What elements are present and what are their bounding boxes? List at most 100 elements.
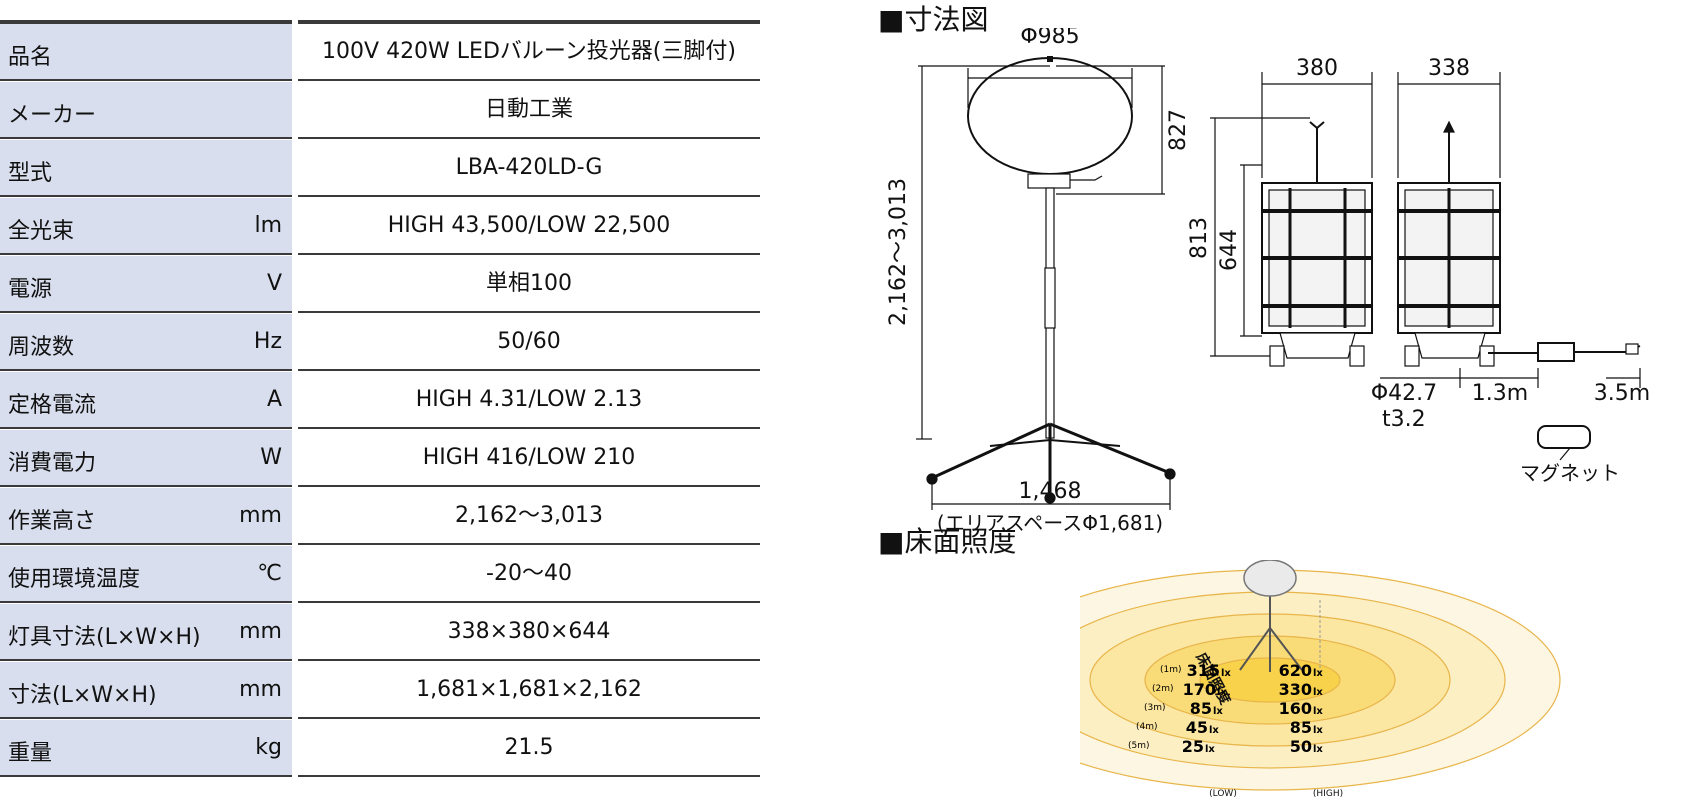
dim-phi427: Φ42.7 <box>1371 381 1437 406</box>
row-label: 型式 <box>8 161 53 186</box>
ring-high-unit: lx <box>1313 744 1323 755</box>
balloon-shape <box>967 57 1133 175</box>
dimension-drawing: Φ985 827 2,162〜3,013 1,468 (エリアスペースΦ1,68… <box>886 28 1650 535</box>
high-label: (HIGH) <box>1313 789 1343 799</box>
magnet-label: マグネット <box>1520 461 1620 485</box>
row-label-cell: 消費電力 W <box>0 430 292 485</box>
low-label: (LOW) <box>1209 789 1237 799</box>
dim-t32: t3.2 <box>1382 407 1426 432</box>
ring-distance: (3m) <box>1144 703 1166 713</box>
row-value: HIGH 4.31/LOW 2.13 <box>415 387 643 412</box>
row-unit: mm <box>239 677 282 702</box>
row-label: 寸法(L×W×H) <box>8 683 157 708</box>
row-value: 50/60 <box>497 329 561 354</box>
row-value: HIGH 43,500/LOW 22,500 <box>387 213 671 238</box>
row-rule-right <box>298 543 760 545</box>
row-label-cell: メーカー <box>0 82 292 137</box>
row-rule-right <box>298 717 760 719</box>
dim-1468: 1,468 <box>1019 479 1082 504</box>
row-label-cell: 灯具寸法(L×W×H) mm <box>0 604 292 659</box>
row-label: メーカー <box>8 103 97 128</box>
ring-low-unit: lx <box>1221 668 1231 679</box>
row-label: 周波数 <box>8 335 75 360</box>
row-rule-left <box>0 543 292 545</box>
magnet-shape <box>1537 425 1591 449</box>
row-unit: kg <box>255 735 282 760</box>
dim-cable-2: 3.5m <box>1594 381 1650 406</box>
dim-813: 813 <box>1187 217 1212 259</box>
row-rule-right <box>298 369 760 371</box>
row-rule-left <box>0 775 292 777</box>
dim-area-space: (エリアスペースΦ1,681) <box>937 511 1163 535</box>
ring-distance: (1m) <box>1160 665 1182 675</box>
ring-low-unit: lx <box>1217 687 1227 698</box>
row-label: 灯具寸法(L×W×H) <box>8 625 201 650</box>
row-unit: mm <box>239 503 282 528</box>
ring-high-value: 620 <box>1279 661 1312 680</box>
row-rule-right <box>298 195 760 197</box>
ring-low-value: 315 <box>1187 661 1220 680</box>
ring-low-unit: lx <box>1213 706 1223 717</box>
ring-low-unit: lx <box>1205 744 1215 755</box>
row-unit: A <box>266 387 282 412</box>
row-rule-left <box>0 601 292 603</box>
row-label-cell: 寸法(L×W×H) mm <box>0 662 292 717</box>
table-row: 全光束 lm HIGH 43,500/LOW 22,500 <box>0 198 760 256</box>
ring-high-value: 50 <box>1290 737 1312 756</box>
row-rule-right <box>298 311 760 313</box>
row-rule-left <box>0 79 292 81</box>
ring-distance: (5m) <box>1128 741 1150 751</box>
row-rule-left <box>0 253 292 255</box>
row-label: 消費電力 <box>8 451 97 476</box>
table-row: 周波数 Hz 50/60 <box>0 314 760 372</box>
dim-height-range: 2,162〜3,013 <box>886 178 911 326</box>
row-label-cell: 周波数 Hz <box>0 314 292 369</box>
row-value: 1,681×1,681×2,162 <box>416 677 642 702</box>
dim-phi985: Φ985 <box>1020 28 1079 49</box>
row-rule-left <box>0 195 292 197</box>
row-unit: mm <box>239 619 282 644</box>
ring-low-value: 85 <box>1190 699 1212 718</box>
row-label: 作業高さ <box>8 509 97 534</box>
ring-low-unit: lx <box>1209 725 1219 736</box>
dim-827: 827 <box>1166 109 1191 151</box>
ring-high-unit: lx <box>1313 725 1323 736</box>
row-rule-left <box>0 717 292 719</box>
table-row: 作業高さ mm 2,162〜3,013 <box>0 488 760 546</box>
row-label-cell: 品名 <box>0 24 292 79</box>
row-label: 品名 <box>8 45 53 70</box>
row-rule-left <box>0 659 292 661</box>
table-row: 使用環境温度℃-20〜40 <box>0 546 760 604</box>
table-row: メーカー日動工業 <box>0 82 760 140</box>
illuminance-title: ■床面照度 <box>878 525 1017 558</box>
ring-low-value: 25 <box>1182 737 1204 756</box>
row-label-cell: 使用環境温度 ℃ <box>0 546 292 601</box>
row-rule-left <box>0 427 292 429</box>
row-unit: lm <box>254 213 282 238</box>
table-top-rule-left <box>0 20 292 24</box>
row-rule-right <box>298 485 760 487</box>
ring-high-unit: lx <box>1313 687 1323 698</box>
row-value: 2,162〜3,013 <box>455 503 603 528</box>
row-unit: Hz <box>253 329 282 354</box>
ring-high-value: 330 <box>1279 680 1312 699</box>
dim-380: 380 <box>1296 56 1338 81</box>
row-unit: ℃ <box>257 561 282 586</box>
row-rule-left <box>0 485 292 487</box>
dim-644: 644 <box>1217 229 1242 271</box>
ring-distance: (4m) <box>1136 722 1158 732</box>
row-value: 単相100 <box>486 271 572 296</box>
row-label: 使用環境温度 <box>8 567 141 592</box>
row-label: 全光束 <box>8 219 75 244</box>
table-row: 寸法(L×W×H) mm 1,681×1,681×2,162 <box>0 662 760 720</box>
dim-cable-1: 1.3m <box>1472 381 1528 406</box>
row-unit: W <box>260 445 282 470</box>
